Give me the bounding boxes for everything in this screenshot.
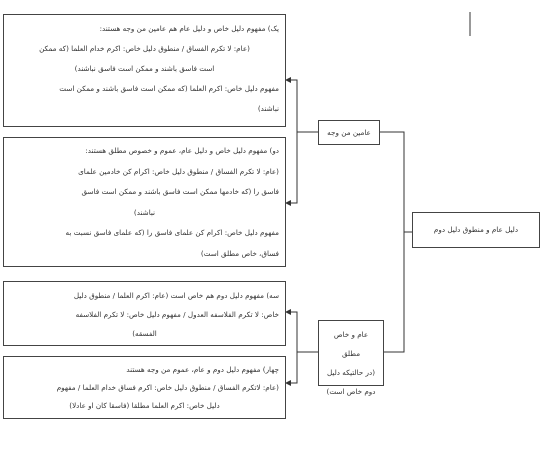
connector-root-mid-bottom (384, 231, 412, 353)
leaf2-line: دو) مفهوم دلیل خاص و دلیل عام، عموم و خص… (85, 146, 279, 155)
leaf4-line: چهار) مفهوم دلیل دوم و عام، عموم من وجه … (126, 365, 279, 374)
leaf2-line: فساق، خاص مطلق است) (200, 248, 279, 258)
node-leaf4[interactable]: چهار) مفهوم دلیل دوم و عام، عموم من وجه … (3, 356, 286, 419)
node-root[interactable]: دلیل عام و منطوق دلیل دوم (412, 212, 540, 248)
mid-bottom-line: عام و خاص مطلق (333, 330, 369, 358)
node-mid-bottom[interactable]: عام و خاص مطلق (در حالتیکه دلیل دوم خاص … (318, 320, 384, 396)
leaf2-line: مفهوم دلیل خاص: اکرام کن علمای فاسق را (… (65, 228, 279, 237)
leaf1-line: مفهوم دلیل خاص: اکرم العلما (که ممکن است… (59, 84, 279, 93)
node-mid-top-label: عامین من وجه (327, 128, 371, 137)
node-leaf1[interactable]: یک) مفهوم دلیل خاص و دلیل عام هم عامین م… (3, 14, 286, 127)
leaf1-line: یک) مفهوم دلیل خاص و دلیل عام هم عامین م… (99, 24, 279, 33)
node-root-label: دلیل عام و منطوق دلیل دوم (433, 225, 519, 234)
leaf3-line: الفسقه) (132, 329, 157, 338)
mid-bottom-line: (در حالتیکه دلیل (326, 368, 376, 377)
leaf1-line: نباشند) (257, 104, 279, 113)
mid-bottom-line: دوم خاص است) (326, 387, 376, 396)
connector-mid-top-leaf1 (285, 77, 318, 133)
leaf1-line: (عام: لا تکرم الفساق / منطوق دلیل خاص: ا… (39, 44, 250, 53)
node-leaf3[interactable]: سه) مفهوم دلیل دوم هم خاص است (عام: اکرم… (3, 281, 286, 346)
connector-mid-top-leaf2 (285, 132, 298, 206)
leaf4-line: دلیل خاص: اکرم العلما مطلقا (فاسقا کان ا… (69, 401, 220, 410)
leaf2-line: نباشند) (133, 207, 156, 217)
leaf2-line: (عام: لا تکرم الفساق / منطوق دلیل خاص: ا… (78, 166, 279, 176)
node-mid-top[interactable]: عامین من وجه (318, 120, 380, 145)
leaf4-line: (عام: لاتکرم الفساق / منطوق دلیل خاص: اک… (56, 383, 279, 392)
leaf3-line: سه) مفهوم دلیل دوم هم خاص است (عام: اکرم… (73, 291, 279, 300)
node-leaf2[interactable]: دو) مفهوم دلیل خاص و دلیل عام، عموم و خص… (3, 137, 286, 267)
leaf3-line: خاص: لا تکرم الفلاسفه العدول / مفهوم دلی… (75, 310, 279, 319)
connector-root-mid-top (379, 131, 412, 233)
connector-mid-bottom-leaf4 (285, 352, 298, 386)
leaf2-line: فاسق را (که خادمها ممکن است فاسق باشند و… (81, 187, 279, 196)
leaf1-line: است فاسق باشند و ممکن است فاسق نباشند) (74, 64, 215, 73)
connector-mid-bottom-leaf3 (285, 309, 318, 353)
